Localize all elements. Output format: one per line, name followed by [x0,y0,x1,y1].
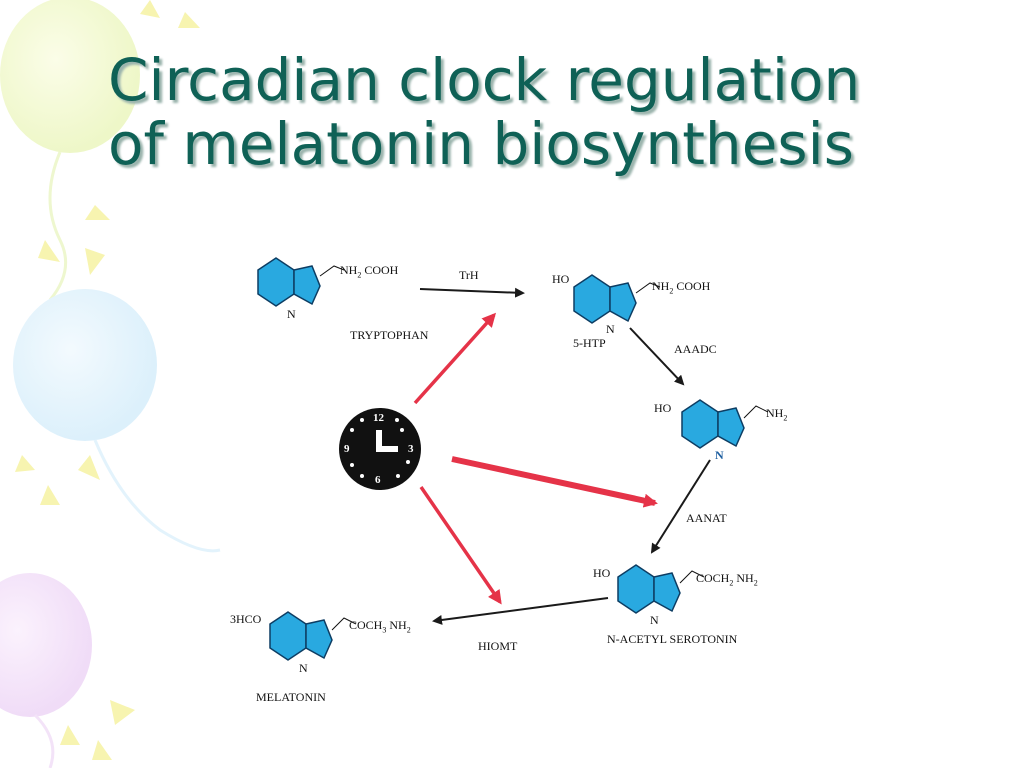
clock-numeral-6: 6 [375,474,381,486]
serotonin-n: N [715,448,724,462]
n-acetyl-serotonin-ho: HO [593,566,611,580]
5-htp-ring [573,274,661,324]
tryptophan-name: TRYPTOPHAN [350,328,429,342]
yellow-balloon [0,0,140,153]
purple-balloon [0,573,92,717]
tryptophan-n: N [287,307,296,321]
melatonin-ring [269,611,357,661]
clock-icon [339,408,421,490]
aaadc-arrow [629,327,685,386]
n-acetyl-serotonin-n: N [650,613,659,627]
5-htp-name: 5-HTP [573,336,606,350]
enzyme-trh: TrH [459,268,479,282]
clock-to-hiomt-arrow [419,486,502,605]
clock-numeral-9: 9 [344,443,350,455]
melatonin-methoxy: 3HCO [230,612,262,626]
clock-numeral-3: 3 [408,443,414,455]
melatonin-side-chain: COCH3 NH2 [349,618,411,635]
melatonin-n: N [299,661,308,675]
n-acetyl-serotonin-name: N-ACETYL SEROTONIN [607,632,738,646]
n-acetyl-serotonin-ring [617,564,705,614]
5-htp-ho: HO [552,272,570,286]
enzyme-aanat: AANAT [686,511,727,525]
n-acetyl-serotonin-side-chain: COCH2 NH2 [696,571,758,588]
enzyme-hiomt: HIOMT [478,639,518,653]
clock-numeral-12: 12 [373,412,384,424]
blue-balloon [13,289,157,441]
title-line-1: Circadian clock regulation [108,46,861,114]
tryptophan-side-chain: NH2 COOH [340,263,399,280]
5-htp-n: N [606,322,615,336]
serotonin-ring [681,399,769,449]
slide-title: Circadian clock regulation of melatonin … [108,48,1008,176]
clock-to-trh-arrow [413,312,497,405]
trh-arrow [419,287,525,298]
hiomt-arrow [432,597,609,625]
aanat-arrow [650,459,711,554]
tryptophan-ring [257,257,345,307]
enzyme-aaadc: AAADC [674,342,717,356]
title-line-2: of melatonin biosynthesis [108,110,854,178]
clock-to-aanat-arrow [451,456,658,508]
serotonin-ho: HO [654,401,672,415]
serotonin-side-chain: NH2 [766,406,788,423]
melatonin-name: MELATONIN [256,690,326,704]
5-htp-side-chain: NH2 COOH [652,279,711,296]
